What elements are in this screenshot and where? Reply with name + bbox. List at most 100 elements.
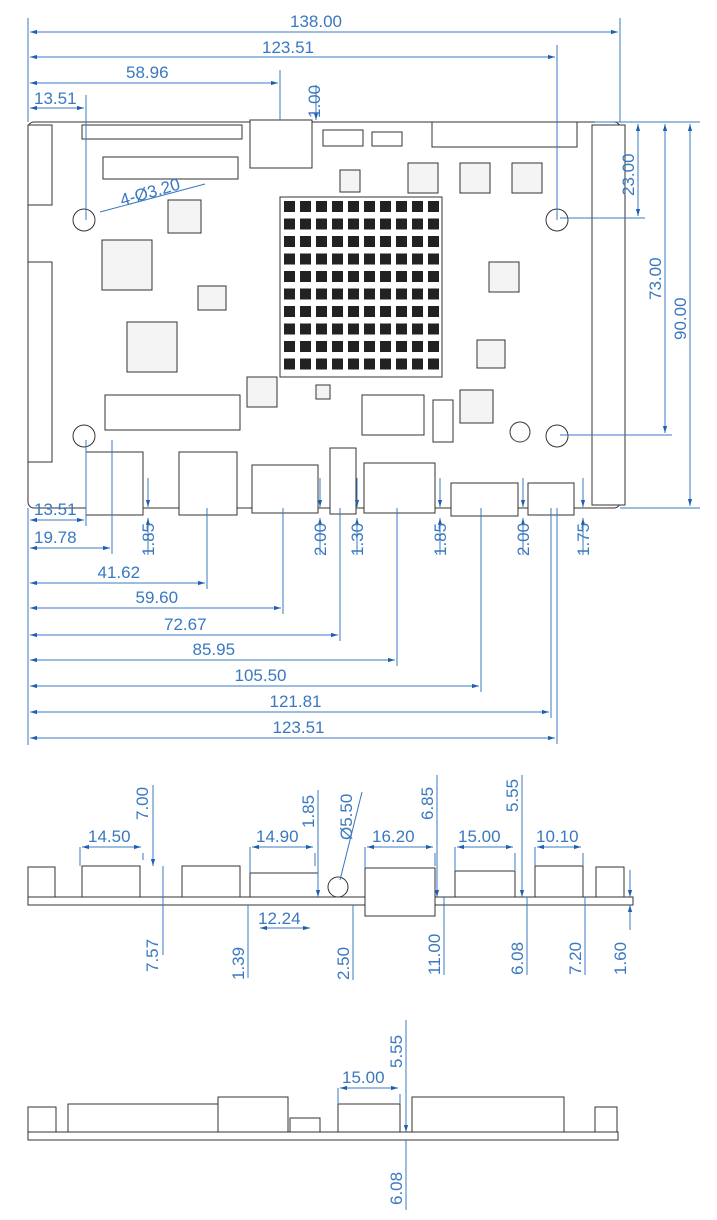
heatsink-fin xyxy=(332,306,343,317)
heatsink-fin xyxy=(316,218,327,230)
heatsink-fin xyxy=(428,253,439,265)
heatsink-fin xyxy=(332,288,343,300)
heatsink-fin xyxy=(396,236,407,247)
hdmi-port xyxy=(454,870,516,898)
heatsink-fin xyxy=(364,306,375,317)
dim-sd-height: 1.39 xyxy=(229,947,248,980)
heatsink-fin xyxy=(396,201,407,212)
heatsink-fin xyxy=(380,306,391,317)
heatsink-fin xyxy=(300,253,311,265)
heatsink-fin xyxy=(380,288,391,300)
heatsink-fin xyxy=(428,218,439,230)
heatsink-fin xyxy=(316,306,327,317)
rj45-port xyxy=(363,462,436,514)
hdmi-port xyxy=(450,482,519,517)
dim-usb-gap: 7.00 xyxy=(133,787,152,820)
usb-port xyxy=(178,451,238,516)
heatsink-fin xyxy=(332,218,343,230)
sd-card-slot xyxy=(251,464,319,514)
dim-23-00: 23.00 xyxy=(619,153,638,196)
dim-hdmi-width: 15.00 xyxy=(458,827,501,846)
heatsink-fin xyxy=(396,271,407,282)
dim-bottom-0: 13.51 xyxy=(34,500,77,519)
rj45-port xyxy=(364,867,436,917)
heatsink-fin xyxy=(412,201,423,212)
audio-jack xyxy=(329,447,357,515)
heatsink-fin xyxy=(332,271,343,282)
dim-rj45-width: 16.20 xyxy=(372,827,415,846)
dim-protrusion-0: 1.85 xyxy=(139,523,158,556)
heatsink-fin xyxy=(316,201,327,212)
heatsink-fin xyxy=(412,341,423,352)
pcb-side xyxy=(27,1131,619,1141)
dim-overall-width: 138.00 xyxy=(290,12,342,31)
heatsink-fin xyxy=(364,358,375,370)
heatsink-fin xyxy=(428,236,439,247)
heatsink-fin xyxy=(284,218,295,230)
mounting-hole xyxy=(72,208,96,232)
heatsink-fin xyxy=(396,306,407,317)
dim-hdmi-height: 6.08 xyxy=(508,942,527,975)
dim-usb-width: 14.50 xyxy=(88,827,131,846)
dim-protrusion-5: 1.75 xyxy=(574,523,593,556)
front-view: 14.507.007.5714.901.8512.241.39Ø5.502.50… xyxy=(27,775,634,980)
heatsink-fin xyxy=(364,288,375,300)
heatsink-fin xyxy=(428,341,439,352)
heatsink-fin xyxy=(332,201,343,212)
pcb-side xyxy=(27,896,634,906)
mounting-hole xyxy=(545,424,569,448)
heatsink-fin xyxy=(364,341,375,352)
heatsink-fin xyxy=(364,218,375,230)
heatsink-fin xyxy=(332,323,343,335)
heatsink-fin xyxy=(348,341,359,352)
hdmi-port xyxy=(337,1103,401,1133)
heatsink-fin xyxy=(300,341,311,352)
heatsink-fin xyxy=(348,358,359,370)
heatsink-fin xyxy=(316,358,327,370)
heatsink-fin xyxy=(412,306,423,317)
heatsink-fin xyxy=(332,358,343,370)
heatsink-fin xyxy=(364,323,375,335)
sd-card-slot xyxy=(249,872,319,898)
chips xyxy=(81,119,543,443)
heatsink-fin xyxy=(348,218,359,230)
dim-bottom-1: 19.78 xyxy=(34,528,77,547)
heatsink-fin xyxy=(332,341,343,352)
mounting-hole xyxy=(72,424,96,448)
heatsink-fin xyxy=(412,358,423,370)
dim-bottom-4: 72.67 xyxy=(164,615,207,634)
dim-dc-height: 7.20 xyxy=(566,942,585,975)
dim-rj45-offset: 6.85 xyxy=(418,787,437,820)
heatsink-fin xyxy=(316,323,327,335)
heatsink-fin xyxy=(396,218,407,230)
dim-protrusion-3: 1.85 xyxy=(431,523,450,556)
heatsink-fin xyxy=(348,201,359,212)
heatsink-fin xyxy=(348,306,359,317)
front-dimensions: 14.507.007.5714.901.8512.241.39Ø5.502.50… xyxy=(79,775,633,980)
heatsink-fin xyxy=(284,288,295,300)
heatsink-fin xyxy=(380,201,391,212)
dim-bottom-2: 41.62 xyxy=(98,563,141,582)
rear-dimensions: 15.005.556.08 xyxy=(337,1020,409,1210)
dc-jack xyxy=(534,865,584,898)
heatsink-fin xyxy=(364,253,375,265)
front-connectors xyxy=(85,447,575,517)
heatsink-fin xyxy=(300,218,311,230)
heatsink-fin xyxy=(364,201,375,212)
heatsink-fin xyxy=(284,323,295,335)
mounting-holes xyxy=(72,208,569,448)
dim-protrusion-4: 2.00 xyxy=(514,523,533,556)
heatsink-fin xyxy=(332,253,343,265)
heatsink-fin xyxy=(396,253,407,265)
heatsink-fin xyxy=(364,271,375,282)
heatsink-fin xyxy=(380,341,391,352)
heatsink-fin xyxy=(412,218,423,230)
heatsink-fin xyxy=(412,253,423,265)
heatsink-fin xyxy=(380,271,391,282)
dim-rear-hdmi-width: 15.00 xyxy=(342,1068,385,1087)
dim-bottom-7: 121.81 xyxy=(270,692,322,711)
heatsink-fin xyxy=(300,271,311,282)
usb-port xyxy=(85,451,144,516)
dim-73-00: 73.00 xyxy=(646,257,665,300)
